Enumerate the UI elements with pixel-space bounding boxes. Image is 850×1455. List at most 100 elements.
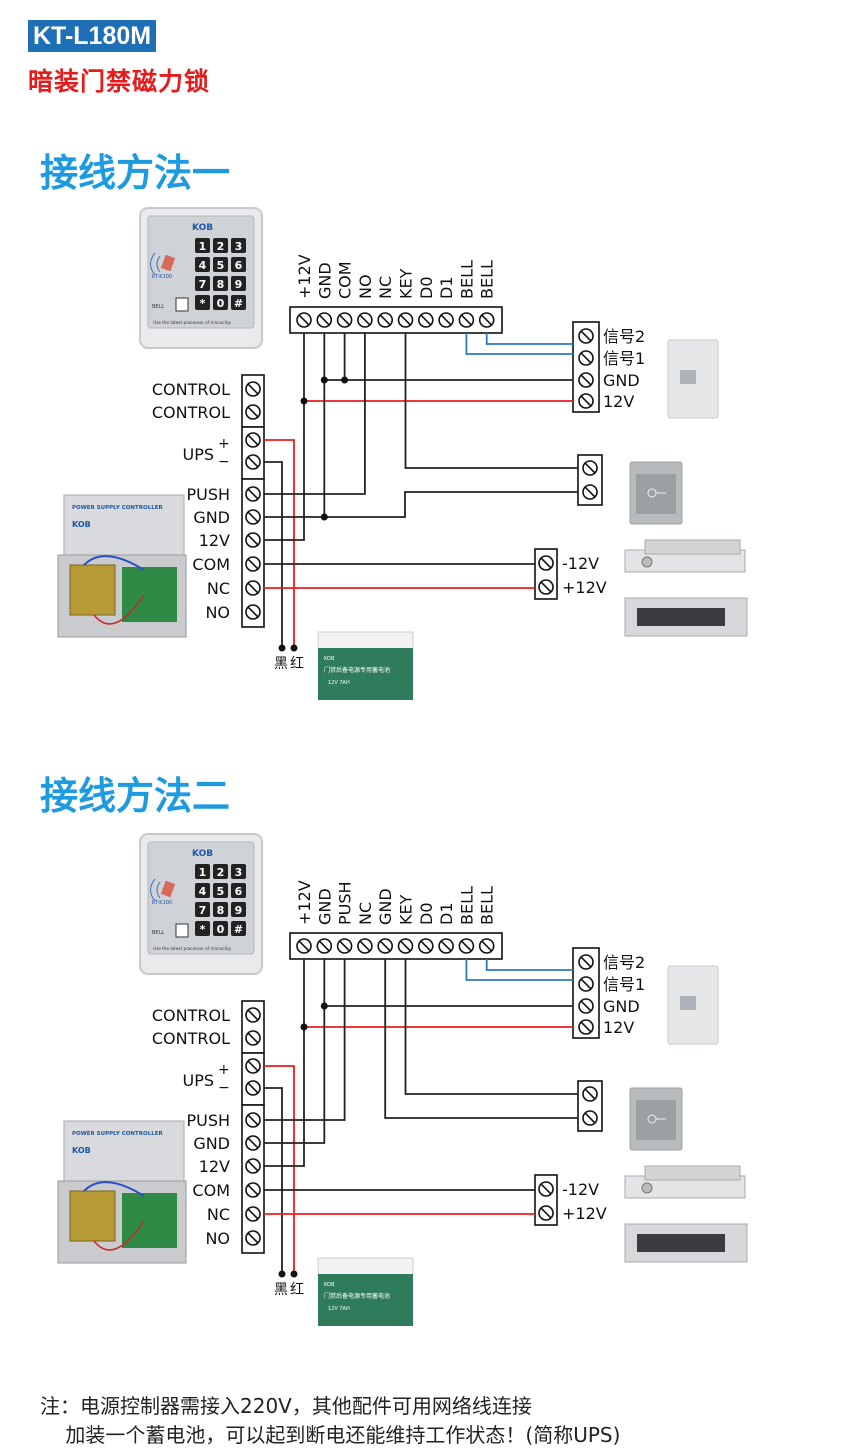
ups-red-wire (264, 1065, 295, 1274)
transformer-icon (69, 1190, 116, 1242)
battery-spec: 12V 7AH (328, 680, 350, 686)
power-terminal-label: CONTROL (152, 1006, 230, 1025)
controller-terminal-label: +12V (295, 254, 314, 299)
keypad-key (195, 295, 210, 310)
doorbell-terminal-label: 信号1 (603, 975, 645, 994)
junction-dot (320, 1002, 328, 1010)
keypad-key (213, 238, 228, 253)
wire (264, 333, 366, 495)
keypad-key-label: 8 (217, 904, 225, 917)
junction-dot (290, 644, 298, 652)
keypad-key (195, 276, 210, 291)
keypad-key (213, 864, 228, 879)
exit-button-terminal-block (577, 1080, 603, 1132)
bell-wire (485, 333, 573, 345)
junction-dot (320, 376, 328, 384)
controller-terminal-label: NC (376, 276, 395, 299)
keypad-key (231, 921, 246, 936)
doorbell-terminal-label: 12V (603, 392, 634, 411)
junction-dot (320, 513, 328, 521)
keypad-key (213, 921, 228, 936)
keypad-bell-label: BELL (152, 930, 164, 936)
junction-dot (341, 376, 349, 384)
battery-label: 门禁后备电源专用蓄电池 (324, 1292, 390, 1300)
power-terminal-label: NO (205, 1229, 230, 1248)
magnetic-lock-image (624, 1223, 748, 1263)
power-terminal-label: CONTROL (152, 1029, 230, 1048)
controller-terminal-label: D0 (417, 277, 436, 300)
keypad-key-label: 1 (199, 240, 207, 253)
keypad-key (195, 257, 210, 272)
exit-button-terminal-block (577, 454, 603, 506)
keypad-key-label: 2 (217, 240, 225, 253)
keypad-key-label: 8 (217, 278, 225, 291)
battery-wire-red-label: 红 (290, 1282, 304, 1298)
keypad-key (195, 883, 210, 898)
keypad-key (213, 257, 228, 272)
keypad-key-label: 0 (217, 923, 225, 936)
circuit-board-icon (122, 567, 177, 622)
power-terminal-label: COM (192, 1181, 230, 1200)
keypad-key-label: 9 (235, 278, 243, 291)
exit-button-image (629, 461, 683, 525)
keypad-key-label: 5 (217, 259, 225, 272)
keypad-key-label: 4 (199, 885, 207, 898)
doorbell-terminal-label: 12V (603, 1018, 634, 1037)
power-terminal-label: 12V (199, 1157, 230, 1176)
controller-terminal-label: NC (356, 902, 375, 925)
controller-terminal-label: KEY (397, 894, 416, 925)
ups-black-wire (264, 461, 283, 648)
model-badge: KT-L180M (28, 20, 157, 52)
rfid-icon (150, 878, 161, 902)
power-terminal-label: NC (207, 1205, 230, 1224)
controller-terminal-label: BELL (457, 886, 476, 925)
keypad-key (231, 238, 246, 253)
keypad-key-label: 3 (235, 240, 243, 253)
section-title-1: 接线方法一 (40, 151, 231, 195)
ups-black-wire (264, 1087, 283, 1274)
section-title-2: 接线方法二 (40, 774, 231, 818)
battery-brand: KOB (324, 656, 335, 662)
bell-icon (175, 923, 189, 938)
lock-terminal-label: -12V (562, 1180, 599, 1199)
lock-terminal-label: +12V (562, 578, 607, 597)
controller-terminal-label: KEY (397, 268, 416, 299)
controller-terminal-label: BELL (478, 886, 497, 925)
doorbell-terminal-label: 信号2 (603, 953, 645, 972)
controller-terminal-label: +12V (295, 880, 314, 925)
doorbell-image (667, 965, 719, 1045)
power-terminal-label: PUSH (186, 485, 230, 504)
keypad-key (213, 276, 228, 291)
note: 注：电源控制器需接入220V，其他配件可用网络线连接 加装一个蓄电池，可以起到断… (40, 1392, 620, 1450)
keypad-key (231, 276, 246, 291)
controller-terminal-label: GND (315, 888, 334, 925)
keypad-key-label: # (234, 297, 243, 310)
ups-minus-sign: − (218, 1080, 230, 1096)
keypad-key (231, 902, 246, 917)
controller-terminal-label: D0 (417, 903, 436, 926)
doorbell-terminal-label: 信号2 (603, 327, 645, 346)
power-terminal-label: CONTROL (152, 403, 230, 422)
keypad-bell-label: BELL (152, 304, 164, 310)
keypad-key-label: 3 (235, 866, 243, 879)
keypad-key (213, 902, 228, 917)
wire (264, 959, 326, 1144)
transformer-icon (69, 564, 116, 616)
lock-terminal-block: -12V+12V (534, 1174, 607, 1226)
keypad-key (231, 864, 246, 879)
power-terminal-label: GND (193, 508, 230, 527)
controller-terminal-label: BELL (457, 260, 476, 299)
power-terminal-label: NO (205, 603, 230, 622)
controller-terminal-label: GND (315, 262, 334, 299)
controller-terminal-label: NO (356, 274, 375, 299)
keypad-key-label: 1 (199, 866, 207, 879)
ups-plus-sign: + (218, 436, 230, 452)
